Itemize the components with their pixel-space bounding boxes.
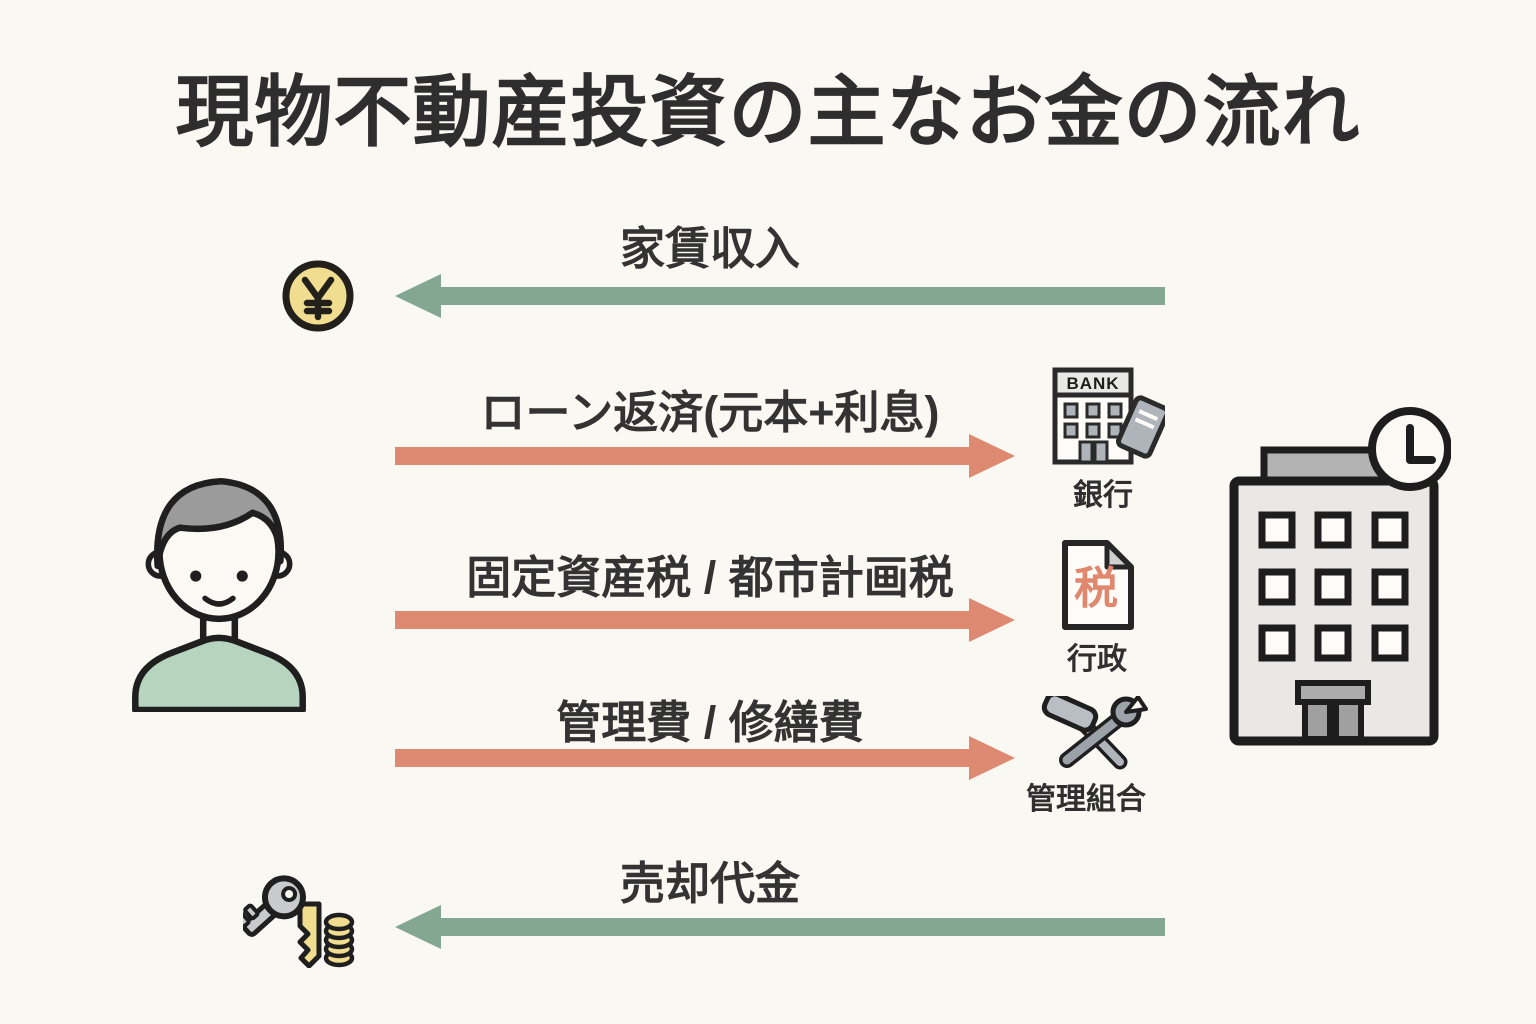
yen-symbol	[301, 276, 335, 321]
page-title: 現物不動産投資の主なお金の流れ	[175, 68, 1361, 158]
yellow-key	[297, 901, 322, 968]
recipient-label-government: 行政	[1067, 643, 1127, 676]
tax-character-text: 税	[1074, 563, 1118, 614]
investor-person-icon	[132, 477, 306, 712]
recipient-label-management-association: 管理組合	[1026, 783, 1146, 816]
wrench	[1059, 696, 1148, 768]
document-fold	[1104, 540, 1134, 570]
person-hair	[153, 477, 285, 570]
sale-proceeds-arrow	[395, 905, 1165, 949]
coin-stack	[323, 912, 355, 968]
building-windows	[1258, 511, 1409, 662]
bank-door	[1078, 440, 1109, 464]
property-tax-arrow	[395, 598, 1015, 642]
tax-document-icon: 税	[1062, 540, 1134, 630]
flow-label-property-tax: 固定資産税 / 都市計画税	[466, 552, 954, 603]
key-and-coins-icon	[243, 875, 355, 968]
loan-repayment-arrow	[395, 434, 1015, 478]
management-fee-arrow	[395, 736, 1015, 780]
rent-income-arrow	[395, 274, 1165, 318]
property-building-icon	[1229, 407, 1451, 746]
person-smile	[202, 595, 236, 607]
flow-label-sale-proceeds: 売却代金	[619, 858, 800, 909]
recipient-label-bank: 銀行	[1073, 479, 1133, 512]
person-shirt	[132, 634, 306, 712]
tools-icon	[1041, 696, 1148, 770]
flow-label-management-fee: 管理費 / 修繕費	[556, 697, 864, 748]
yen-coin-icon	[282, 260, 354, 332]
bank-passbook	[1115, 395, 1165, 459]
flow-label-loan-repayment: ローン返済(元本+利息)	[480, 387, 940, 438]
gray-key	[243, 875, 306, 937]
person-eye-right	[236, 570, 248, 582]
clock-icon	[1368, 407, 1451, 491]
bank-icon: BANK	[1052, 367, 1165, 465]
person-eye-left	[190, 570, 202, 582]
building-entrance	[1295, 680, 1371, 742]
bank-windows	[1063, 402, 1123, 439]
flow-label-rent-income: 家賃収入	[619, 223, 800, 274]
bank-sign-text: BANK	[1066, 374, 1119, 393]
